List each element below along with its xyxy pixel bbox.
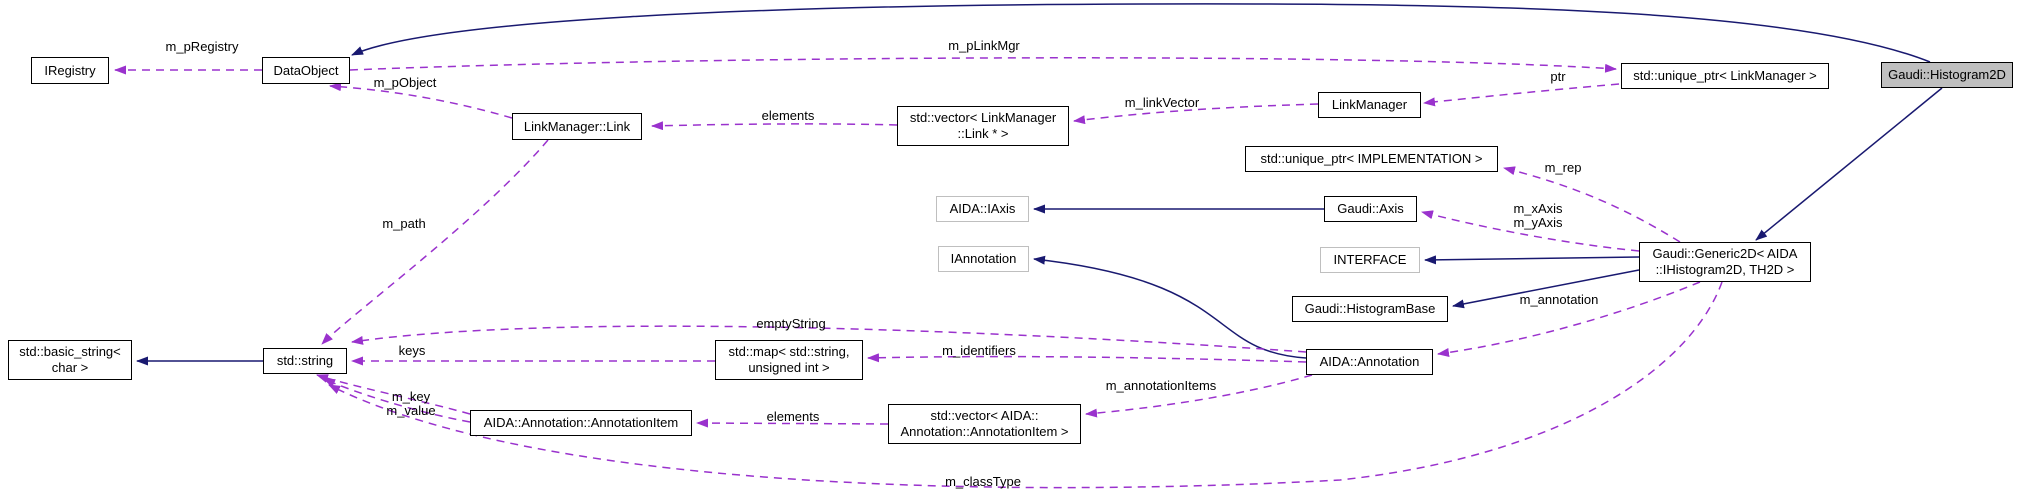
edge-generic2d-interface — [1424, 255, 1640, 265]
edge-m-key — [316, 374, 471, 415]
node-std-map[interactable]: std::map< std::string, unsigned int > — [715, 340, 863, 380]
edge-emptystring — [351, 325, 1307, 353]
edge-m-classtype — [328, 281, 1723, 489]
edge-m-linkvector — [1073, 103, 1319, 125]
node-vector-linkmanager-link[interactable]: std::vector< LinkManager ::Link * > — [897, 106, 1069, 146]
node-std-string[interactable]: std::string — [263, 348, 347, 374]
edge-elements-bottom — [696, 418, 889, 428]
node-interface[interactable]: INTERFACE — [1320, 247, 1420, 273]
edge-generic2d-histogrambase — [1452, 269, 1640, 309]
node-unique-ptr-implementation[interactable]: std::unique_ptr< IMPLEMENTATION > — [1245, 146, 1498, 172]
edge-m-identifiers — [867, 353, 1307, 363]
edge-ptr — [1423, 83, 1620, 107]
node-linkmanager-link[interactable]: LinkManager::Link — [512, 113, 642, 140]
node-iannotation[interactable]: IAnnotation — [938, 246, 1029, 272]
node-iregistry[interactable]: IRegistry — [31, 57, 109, 84]
edge-m-xaxis-yaxis — [1421, 210, 1640, 252]
node-unique-ptr-linkmanager[interactable]: std::unique_ptr< LinkManager > — [1621, 63, 1829, 89]
node-gaudi-generic2d[interactable]: Gaudi::Generic2D< AIDA ::IHistogram2D, T… — [1639, 242, 1811, 282]
node-aida-iaxis[interactable]: AIDA::IAxis — [936, 196, 1029, 222]
node-gaudi-histogram2d: Gaudi::Histogram2D — [1881, 62, 2013, 88]
edge-histogram2d-generic2d — [1755, 87, 1943, 241]
node-dataobject[interactable]: DataObject — [262, 57, 350, 84]
edge-m-value — [323, 378, 471, 423]
node-gaudi-histogrambase[interactable]: Gaudi::HistogramBase — [1292, 296, 1448, 322]
node-vector-annotation-item[interactable]: std::vector< AIDA:: Annotation::Annotati… — [888, 404, 1081, 444]
edge-m-annotation — [1437, 281, 1701, 357]
node-aida-annotation[interactable]: AIDA::Annotation — [1306, 349, 1433, 375]
edge-m-path — [321, 139, 549, 345]
node-annotation-item[interactable]: AIDA::Annotation::AnnotationItem — [470, 410, 692, 436]
node-gaudi-axis[interactable]: Gaudi::Axis — [1324, 196, 1417, 222]
edge-elements-top — [651, 121, 898, 131]
edge-m-rep — [1503, 166, 1681, 243]
edge-annotation-iannotation — [1033, 255, 1307, 359]
node-std-basic-string[interactable]: std::basic_string< char > — [8, 340, 132, 380]
edge-m-plinkmgr — [349, 57, 1617, 73]
node-linkmanager[interactable]: LinkManager — [1318, 92, 1421, 118]
edge-m-annotationitems — [1085, 374, 1313, 418]
edge-histogram2d-dataobject — [351, 3, 1931, 63]
edge-m-pobject — [329, 82, 513, 119]
